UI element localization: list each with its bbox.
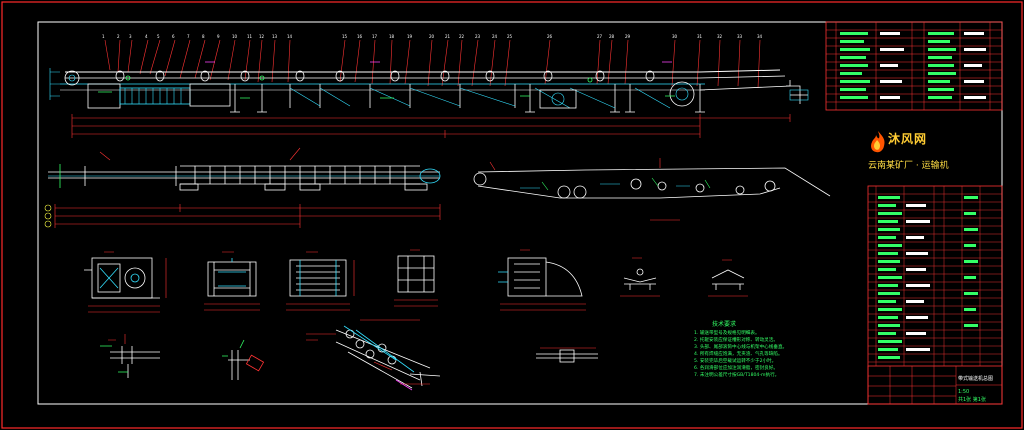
svg-text:3: 3 xyxy=(129,34,132,39)
svg-text:9: 9 xyxy=(217,34,220,39)
svg-text:2: 2 xyxy=(117,34,120,39)
notes-line-2: 2. 托辊安装应保证槽形对称、转动灵活。 xyxy=(694,336,778,343)
title-block-scale: 1:50 xyxy=(958,389,969,395)
svg-text:4: 4 xyxy=(145,34,148,39)
svg-text:30: 30 xyxy=(672,34,678,39)
notes-line-1: 1. 输送带型号及规格见明细表。 xyxy=(694,329,760,336)
svg-text:25: 25 xyxy=(507,34,513,39)
svg-text:10: 10 xyxy=(232,34,238,39)
inner-border xyxy=(37,21,1003,405)
svg-text:32: 32 xyxy=(717,34,723,39)
flame-icon xyxy=(871,131,885,153)
conveyor-plan-view xyxy=(44,147,441,228)
notes-line-3: 3. 头部、尾部滚筒中心线与机架中心线垂直。 xyxy=(694,343,787,350)
svg-text:33: 33 xyxy=(737,34,743,39)
svg-text:34: 34 xyxy=(757,34,763,39)
svg-text:1: 1 xyxy=(102,34,105,39)
notes-line-4: 4. 所有焊缝应饱满，无夹渣、气孔等缺陷。 xyxy=(694,350,783,357)
notes-line-6: 6. 各润滑部位应加注润滑脂，密封良好。 xyxy=(694,364,778,371)
notes-heading: 技术要求 xyxy=(712,320,736,328)
svg-text:26: 26 xyxy=(547,34,553,39)
svg-text:28: 28 xyxy=(609,34,615,39)
svg-text:31: 31 xyxy=(697,34,703,39)
svg-text:15: 15 xyxy=(342,34,348,39)
svg-text:12: 12 xyxy=(259,34,265,39)
svg-text:21: 21 xyxy=(445,34,451,39)
svg-text:11: 11 xyxy=(247,34,253,39)
svg-text:5: 5 xyxy=(157,34,160,39)
svg-text:29: 29 xyxy=(625,34,631,39)
svg-text:18: 18 xyxy=(389,34,395,39)
svg-text:14: 14 xyxy=(287,34,293,39)
notes-line-5: 5. 安装完毕后空载试运转不少于2小时。 xyxy=(694,357,776,364)
technical-notes: 技术要求 1. 输送带型号及规格见明细表。 2. 托辊安装应保证槽形对称、转动灵… xyxy=(694,320,787,378)
logo-subtitle: 云南某矿厂 · 运输机 xyxy=(868,161,949,171)
title-block-sheet: 共1张 第1张 xyxy=(958,396,986,403)
svg-text:22: 22 xyxy=(459,34,465,39)
notes-line-7: 7. 未注明公差尺寸按GB/T1804-m执行。 xyxy=(694,371,779,378)
svg-text:19: 19 xyxy=(407,34,413,39)
svg-text:6: 6 xyxy=(172,34,175,39)
svg-text:23: 23 xyxy=(475,34,481,39)
svg-text:16: 16 xyxy=(357,34,363,39)
svg-text:8: 8 xyxy=(202,34,205,39)
svg-text:7: 7 xyxy=(187,34,190,39)
title-block-title: 带式输送机总图 xyxy=(958,375,993,382)
svg-text:13: 13 xyxy=(272,34,278,39)
bom-table-bottom: 带式输送机总图 1:50 共1张 第1张 xyxy=(867,185,1003,405)
site-logo: 沐风网 云南某矿厂 · 运输机 xyxy=(868,130,962,178)
section-views xyxy=(84,249,748,313)
svg-text:24: 24 xyxy=(492,34,498,39)
detail-views xyxy=(100,319,598,391)
svg-text:27: 27 xyxy=(597,34,603,39)
belt-path-diagram xyxy=(473,158,831,221)
bom-table-top xyxy=(825,21,1003,111)
svg-text:20: 20 xyxy=(429,34,435,39)
svg-text:17: 17 xyxy=(372,34,378,39)
logo-title: 沐风网 xyxy=(888,132,928,146)
